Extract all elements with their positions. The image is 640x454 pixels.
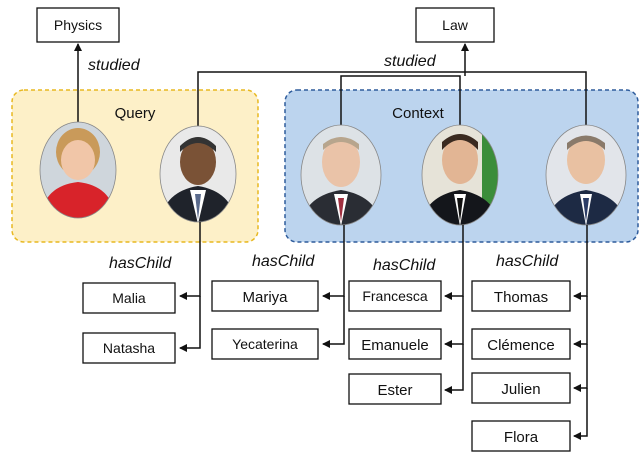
child-node: Francesca xyxy=(348,280,442,312)
context-label: Context xyxy=(392,105,445,122)
has-child-label-2: hasChild xyxy=(252,253,315,270)
svg-text:Natasha: Natasha xyxy=(103,340,155,356)
has-child-label-4: hasChild xyxy=(496,253,559,270)
svg-text:Mariya: Mariya xyxy=(242,289,288,306)
has-child-edge xyxy=(179,296,201,352)
svg-text:Malia: Malia xyxy=(112,290,146,306)
child-node: Yecaterina xyxy=(211,328,319,360)
has-child-edge xyxy=(573,388,588,440)
svg-text:Emanuele: Emanuele xyxy=(361,337,429,354)
has-child-edge xyxy=(322,296,345,348)
child-node: Ester xyxy=(348,373,442,405)
child-node: Malia xyxy=(82,282,176,314)
svg-text:Flora: Flora xyxy=(504,429,539,446)
portrait-2-photo xyxy=(159,125,237,223)
studied-label-right: studied xyxy=(384,53,437,70)
child-node: Thomas xyxy=(471,280,571,312)
has-child-edge xyxy=(573,296,588,348)
child-node: Julien xyxy=(471,372,571,404)
studied-edge-law-outer xyxy=(197,71,587,128)
physics-node-label: Physics xyxy=(54,17,102,33)
svg-text:Thomas: Thomas xyxy=(494,289,548,306)
has-child-label-3: hasChild xyxy=(373,257,436,274)
has-child-edge xyxy=(444,344,464,394)
query-label: Query xyxy=(115,105,156,122)
portrait-3-photo xyxy=(300,124,382,226)
law-node xyxy=(415,7,495,43)
svg-text:Julien: Julien xyxy=(501,381,540,398)
portrait-5-photo xyxy=(545,124,627,226)
studied-edge-law-inner xyxy=(340,75,461,128)
has-child-edge xyxy=(573,344,588,392)
svg-text:Yecaterina: Yecaterina xyxy=(232,336,298,352)
has-child-label-1: hasChild xyxy=(109,255,172,272)
child-node: Emanuele xyxy=(348,328,442,360)
portrait-1-photo xyxy=(39,121,117,219)
physics-node xyxy=(36,7,120,43)
svg-text:Ester: Ester xyxy=(377,382,412,399)
child-node: Clémence xyxy=(471,328,571,360)
has-child-edge xyxy=(444,296,464,348)
child-node: Natasha xyxy=(82,332,176,364)
law-node-label: Law xyxy=(442,17,469,33)
child-node: Mariya xyxy=(211,280,319,312)
svg-text:Clémence: Clémence xyxy=(487,337,555,354)
child-node: Flora xyxy=(471,420,571,452)
studied-label-left: studied xyxy=(88,57,141,74)
svg-text:Francesca: Francesca xyxy=(362,288,428,304)
